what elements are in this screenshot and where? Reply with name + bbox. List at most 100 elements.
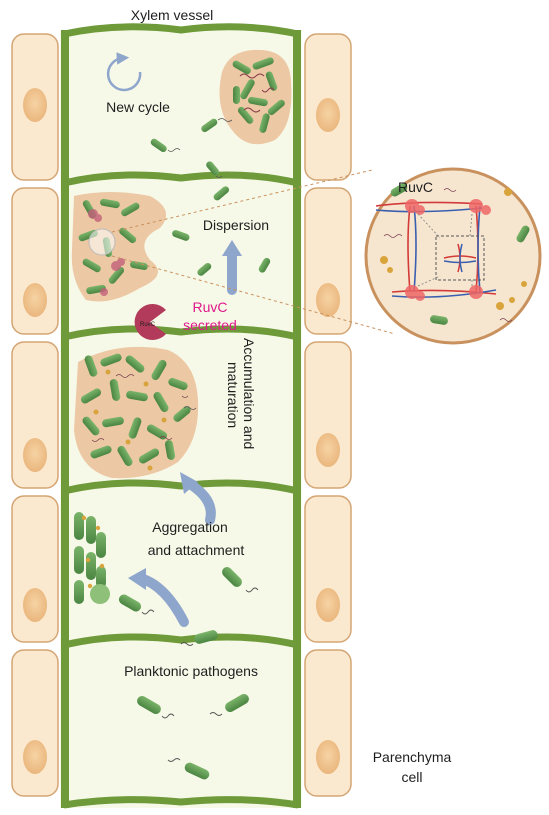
- matrix-particles: [93, 369, 167, 471]
- bacterium-icon: [82, 258, 101, 273]
- free-bacteria: [137, 694, 249, 780]
- bacterium-icon: [164, 440, 176, 460]
- parenchyma-cell: [11, 649, 59, 797]
- zoom-bacteria: [390, 183, 530, 325]
- segment-planktonic: [137, 694, 249, 780]
- growth-arrow-icon: [185, 479, 216, 525]
- nucleus: [316, 433, 340, 467]
- bacterium-icon: [237, 106, 254, 124]
- bacterium-icon: [168, 377, 188, 391]
- junction-box: [435, 235, 485, 281]
- bacterium-icon: [121, 202, 140, 217]
- bacterium-icon: [197, 262, 212, 276]
- nucleus: [23, 88, 47, 122]
- bacterium-icon: [390, 183, 408, 197]
- bacterium-icon: [74, 512, 84, 540]
- bacterium-icon: [82, 416, 100, 436]
- segment-aggregation: [74, 512, 259, 646]
- bacterium-icon: [150, 138, 167, 153]
- bacterium-icon: [100, 198, 120, 209]
- segment-new-cycle: [106, 49, 292, 178]
- parenchyma-cell: [304, 649, 352, 797]
- bacterium-icon: [137, 696, 161, 714]
- nucleus: [23, 740, 47, 774]
- bacterium-icon: [240, 79, 255, 100]
- bacterium-icon: [102, 416, 124, 428]
- label-ruvc-secreted-line1: RuvC: [192, 299, 227, 315]
- biofilm-colony: [219, 49, 292, 145]
- label-accumulation-line2: maturation: [225, 362, 241, 428]
- bacterium-icon: [258, 257, 271, 273]
- new-cell-bulge: [90, 584, 110, 604]
- vessel-wall-left: [61, 30, 69, 808]
- junction-cross: [443, 243, 477, 273]
- bacterium-icon: [86, 516, 96, 544]
- nucleus: [316, 588, 340, 622]
- label-accumulation-line1: Accumulation and: [241, 338, 257, 449]
- zoom-leader-line: [111, 255, 396, 335]
- nucleus: [316, 740, 340, 774]
- bacterium-icon: [117, 445, 133, 467]
- bacterium-icon: [206, 161, 220, 176]
- growth-arrowhead: [180, 472, 198, 494]
- bacterium-icon: [86, 552, 96, 580]
- flagella: [183, 406, 197, 410]
- zoom-source-circle: [88, 228, 116, 256]
- bacterium-icon: [259, 113, 270, 133]
- perforation-plate: [63, 23, 299, 38]
- cycle-arrow-icon: [106, 52, 142, 92]
- bacterium-icon: [225, 694, 249, 712]
- bacterium-icon: [252, 57, 274, 70]
- labels: Xylem vessel New cycle Dispersion RuvC s…: [106, 7, 451, 785]
- bacterium-icon: [100, 353, 122, 367]
- perforation-plate: [63, 325, 299, 341]
- zoom-leader-line: [111, 169, 373, 233]
- bacterium-icon: [184, 762, 210, 780]
- label-aggregation-line2: and attachment: [148, 542, 245, 558]
- bacterium-icon: [90, 445, 112, 459]
- bacterium-icon: [172, 230, 190, 241]
- bacterium-icon: [128, 417, 142, 439]
- bacterium-icon: [232, 60, 251, 75]
- bacterium-icon: [126, 390, 148, 402]
- free-bacteria: [172, 186, 271, 276]
- parenchyma-left-column: [11, 33, 59, 797]
- bacterium-icon: [129, 261, 148, 270]
- label-dispersion: Dispersion: [203, 217, 269, 233]
- bacterium-icon: [74, 546, 84, 574]
- bacterium-icon: [153, 391, 169, 413]
- perforation-plate: [63, 479, 299, 495]
- flagella: [167, 118, 233, 178]
- bacterium-icon: [146, 424, 168, 440]
- perforation-plate: [63, 796, 299, 809]
- bacterium-icon: [80, 388, 102, 404]
- nucleus: [316, 98, 340, 132]
- bacterium-icon: [265, 71, 278, 91]
- label-parenchyma-line2: cell: [401, 769, 422, 785]
- perforation-plate: [63, 633, 299, 649]
- nucleus: [23, 283, 47, 317]
- bacterium-icon: [430, 315, 448, 325]
- label-new-cycle: New cycle: [106, 99, 170, 115]
- zoom-particles: [380, 188, 527, 310]
- bacterium-icon: [201, 118, 218, 133]
- free-bacteria: [150, 118, 220, 176]
- label-ruvc-zoom: RuvC: [398, 179, 433, 195]
- zoom-edna: [383, 188, 513, 322]
- bacterium-icon: [125, 355, 145, 373]
- ruvc-protein-tag: RuvC: [140, 322, 156, 328]
- edna-strands: [91, 374, 189, 442]
- zoom-detail: [111, 167, 542, 345]
- bacterium-icon: [119, 227, 137, 244]
- vessel-wall-right: [293, 30, 301, 808]
- bacterium-icon: [118, 594, 142, 612]
- bacterium-icon: [213, 186, 230, 201]
- nucleus: [23, 588, 47, 622]
- edna-strands: [239, 73, 275, 113]
- nucleus: [316, 283, 340, 317]
- nucleus: [23, 438, 47, 472]
- label-parenchyma-line1: Parenchyma: [373, 749, 452, 765]
- bacteria-cluster: [78, 198, 148, 295]
- bacterium-icon: [248, 96, 268, 107]
